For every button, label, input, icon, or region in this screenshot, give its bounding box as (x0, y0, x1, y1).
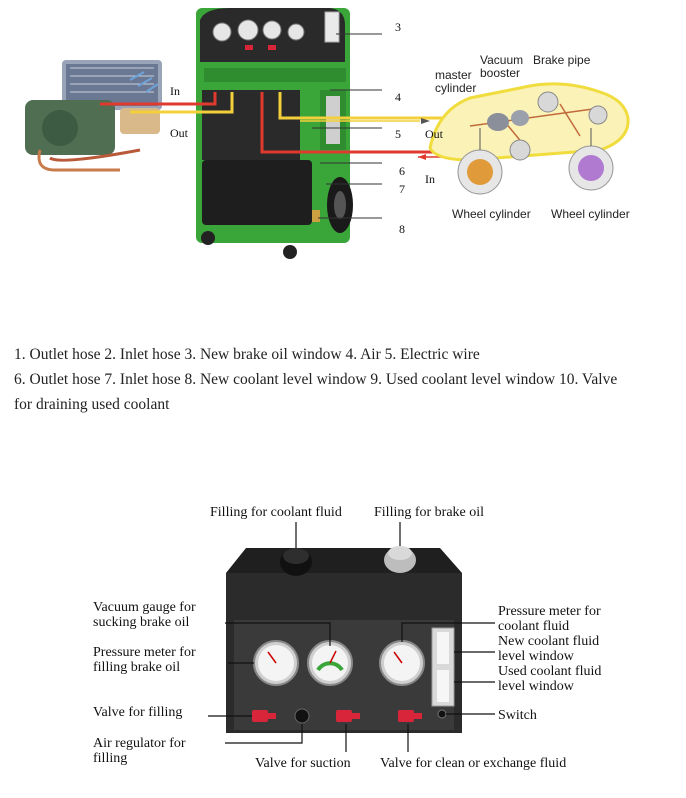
parts-caption: 1. Outlet hose 2. Inlet hose 3. New brak… (14, 342, 674, 417)
new-coolant-window-label-2: level window (498, 649, 574, 664)
master-cylinder-label-1: master (435, 68, 472, 82)
callout-number-6: 6 (399, 164, 405, 178)
caption-line-2: 6. Outlet hose 7. Inlet hose 8. New cool… (14, 371, 618, 388)
pressure-filling-brake-label-1: Pressure meter for (93, 645, 196, 660)
panel-leader-lines (208, 522, 495, 752)
top-diagram (25, 8, 630, 259)
service-machine-illustration (196, 8, 353, 259)
callout-number-3: 3 (395, 20, 401, 34)
filling-brake-label: Filling for brake oil (374, 505, 485, 520)
air-regulator-label-1: Air regulator for (93, 736, 186, 751)
vacuum-booster-label-2: booster (480, 66, 521, 80)
caption-line-1: 1. Outlet hose 2. Inlet hose 3. New brak… (14, 346, 480, 363)
pressure-coolant-label-1: Pressure meter for (498, 604, 601, 619)
pressure-filling-brake-label-2: filling brake oil (93, 660, 181, 675)
right-in-label: In (425, 172, 435, 186)
wheel-cylinder-left-label: Wheel cylinder (452, 207, 531, 221)
car-brake-illustration (428, 82, 630, 195)
vacuum-gauge-label-1: Vacuum gauge for (93, 600, 196, 615)
filling-coolant-label: Filling for coolant fluid (210, 505, 342, 520)
air-regulator-label-2: filling (93, 751, 128, 766)
left-out-label: Out (170, 126, 188, 140)
hoses (100, 92, 478, 160)
new-coolant-window-label-1: New coolant fluid (498, 634, 600, 649)
valve-suction-label: Valve for suction (255, 756, 351, 771)
left-in-label: In (170, 84, 180, 98)
callout-number-7: 7 (399, 182, 405, 196)
valve-clean-label: Valve for clean or exchange fluid (380, 756, 567, 771)
wheel-cylinder-right-label: Wheel cylinder (551, 207, 630, 221)
switch-label: Switch (498, 708, 537, 723)
valve-filling-label: Valve for filling (93, 705, 183, 720)
control-panel (226, 546, 462, 733)
callout-number-5: 5 (395, 127, 401, 141)
used-coolant-window-label-2: level window (498, 679, 574, 694)
callout-number-4: 4 (395, 90, 401, 104)
right-out-label: Out (425, 127, 443, 141)
callout-lines (312, 33, 382, 219)
pressure-coolant-label-2: coolant fluid (498, 619, 570, 634)
master-cylinder-label-2: cylinder (435, 81, 477, 95)
vacuum-booster-label-1: Vacuum (480, 53, 524, 67)
ac-unit-illustration (25, 60, 162, 172)
used-coolant-window-label-1: Used coolant fluid (498, 664, 602, 679)
vacuum-gauge-label-2: sucking brake oil (93, 615, 190, 630)
callout-number-8: 8 (399, 222, 405, 236)
caption-line-3: for draining used coolant (14, 396, 170, 413)
brake-pipe-label: Brake pipe (533, 53, 591, 67)
